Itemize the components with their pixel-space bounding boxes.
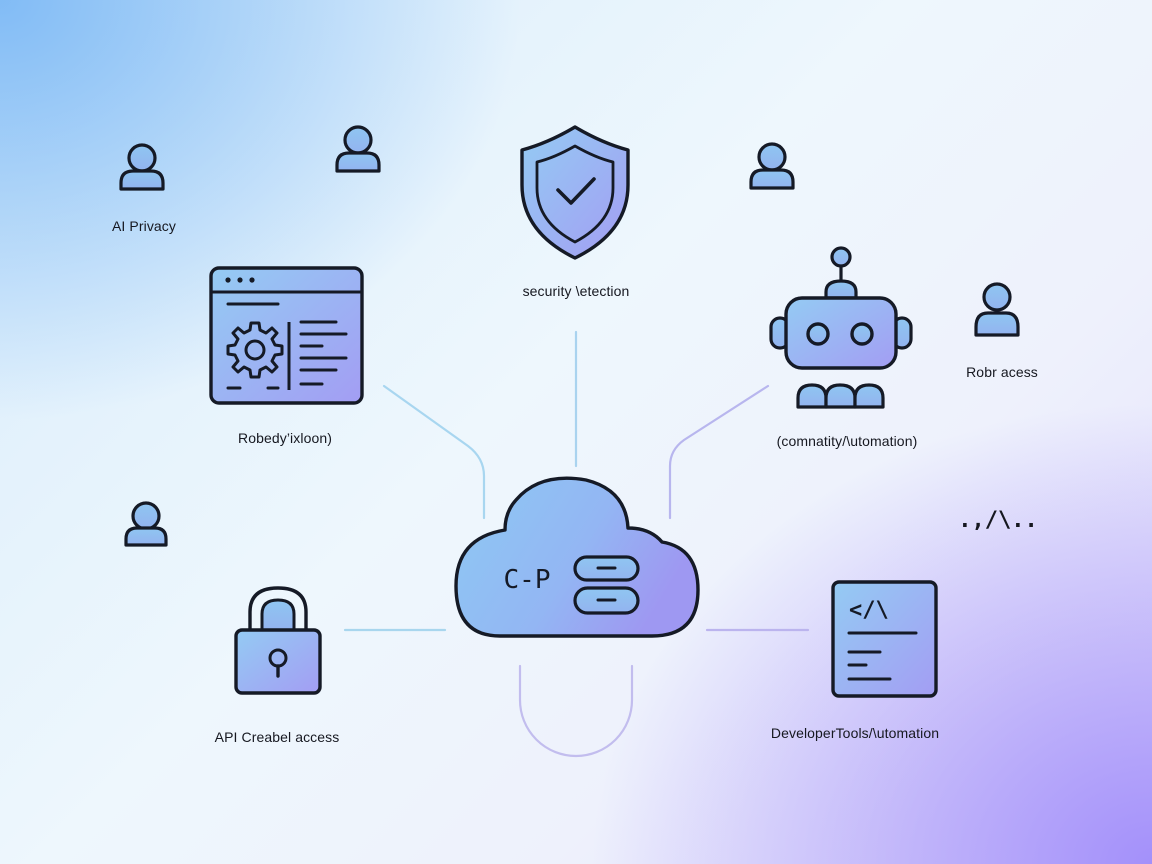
connector-loop-bottom	[518, 664, 634, 758]
person-icon	[335, 125, 381, 173]
padlock-icon	[234, 586, 322, 695]
code-tag-text: </\	[849, 598, 889, 623]
connector-browser-cloud	[382, 384, 486, 520]
label-developer-tools: DeveloperTools/\utomation	[770, 725, 940, 741]
connector-lines	[343, 330, 810, 758]
person-icon	[124, 501, 168, 547]
code-document-icon: </\	[831, 580, 938, 698]
label-api-access: API Creabel access	[214, 729, 340, 745]
person-icon	[119, 143, 165, 191]
connector-robot-cloud	[668, 384, 770, 520]
label-robr-access: Robr acess	[966, 364, 1038, 380]
stray-glyph-text: .,/\..	[958, 508, 1038, 533]
robot-icon	[769, 246, 913, 409]
cloud-text: C‐P	[504, 565, 551, 595]
person-icon	[749, 142, 795, 190]
label-ai-privacy: AI Privacy	[111, 218, 177, 234]
shield-icon	[520, 125, 630, 260]
gear-icon	[226, 321, 284, 379]
cloud-server-icon: C‐P	[454, 476, 700, 638]
person-icon	[974, 282, 1020, 337]
label-robotic-box: Robedy’ixloon)	[237, 430, 333, 446]
label-community-automation: (comnatity/\utomation)	[776, 433, 918, 449]
server-stack-icon	[573, 555, 640, 615]
label-security-detection: security \etection	[522, 283, 630, 299]
checkmark-icon	[556, 177, 596, 205]
browser-window-icon	[209, 266, 364, 405]
